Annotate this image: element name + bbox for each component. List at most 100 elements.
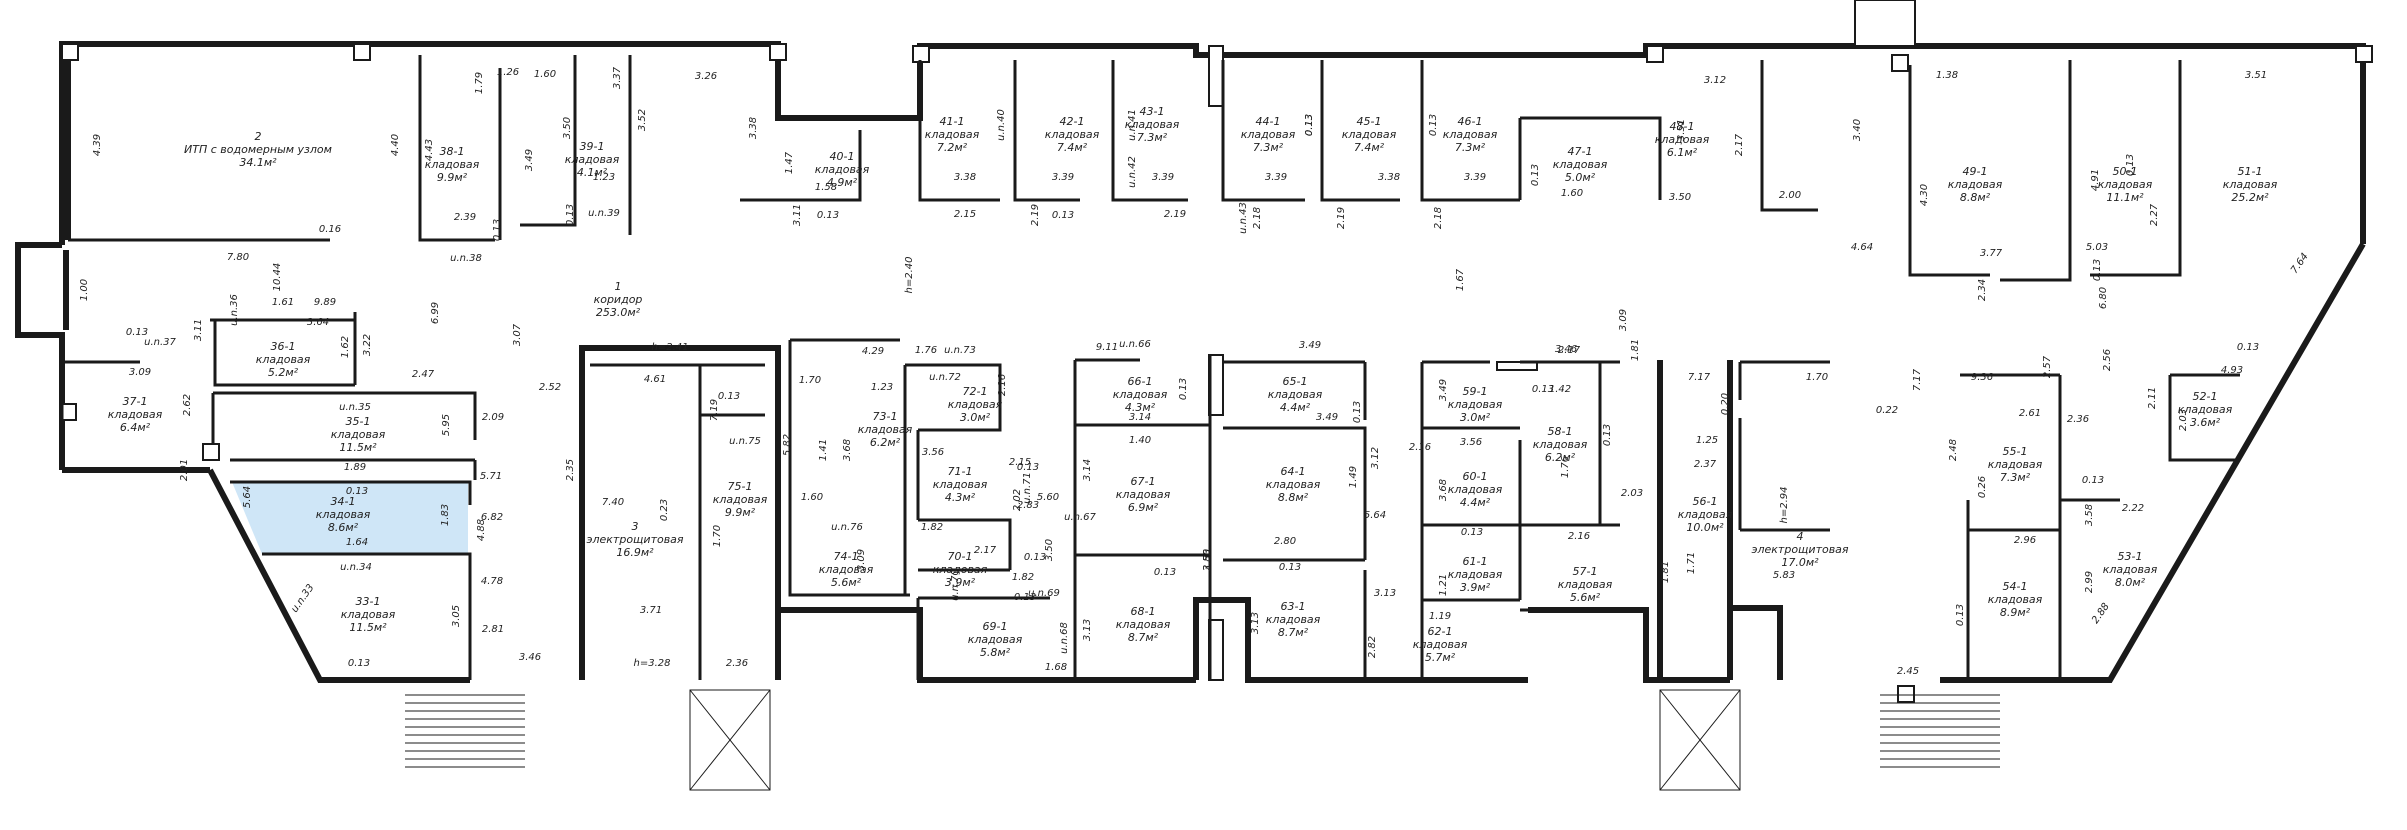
dimension-label: 2.52 bbox=[539, 382, 561, 393]
dimension-label: 2.37 bbox=[1694, 459, 1717, 470]
dimension-label: 2.16 bbox=[1409, 442, 1431, 453]
dimension-label: 1.76 bbox=[915, 345, 937, 356]
dimension-label: 3.39 bbox=[1464, 172, 1486, 183]
dimension-label: 3.11 bbox=[792, 204, 803, 226]
dimension-label: 5.82 bbox=[782, 434, 793, 456]
dimension-label: 0.13 bbox=[1461, 527, 1483, 538]
dimension-label: u.n.35 bbox=[339, 402, 371, 413]
dimension-label: 3.13 bbox=[1082, 619, 1093, 641]
dimension-label: 4.64 bbox=[1851, 242, 1873, 253]
dimension-label: 0.13 bbox=[1304, 114, 1315, 136]
dimension-label: 2.03 bbox=[2178, 409, 2189, 431]
dimension-label: u.n.38 bbox=[450, 253, 482, 264]
dimension-label: 0.13 bbox=[1530, 164, 1541, 186]
dimension-label: 1.70 bbox=[799, 375, 821, 386]
dimension-label: 4.93 bbox=[2221, 365, 2243, 376]
dimension-label: 0.13 bbox=[1304, 114, 1315, 136]
dimension-label: 1.62 bbox=[340, 336, 351, 358]
dimension-label: 0.13 bbox=[1052, 210, 1074, 221]
dimension-label: u.n.72 bbox=[929, 372, 961, 383]
dimension-label: 1.21 bbox=[1438, 574, 1449, 596]
dimension-label: u.n.34 bbox=[340, 562, 372, 573]
dimension-label: 2.19 bbox=[1336, 207, 1347, 229]
dimension-label: 5.95 bbox=[441, 414, 452, 436]
dimension-label: 2.99 bbox=[2084, 571, 2095, 593]
dimension-label: 1.26 bbox=[497, 67, 519, 78]
dimension-label: 2.16 bbox=[997, 374, 1008, 396]
dimension-label: u.n.40 bbox=[996, 109, 1007, 141]
dimension-label: 2.11 bbox=[2147, 387, 2158, 409]
dimension-label: 3.38 bbox=[1378, 172, 1400, 183]
dimension-label: 2.27 bbox=[2149, 203, 2160, 226]
dimension-label: 4.91 bbox=[2090, 169, 2101, 191]
dimension-label: 5.64 bbox=[1364, 510, 1386, 521]
dimension-label: 1.25 bbox=[1696, 435, 1718, 446]
dimension-label: 3.49 bbox=[1299, 340, 1321, 351]
dimension-label: u.n.69 bbox=[1028, 588, 1060, 599]
dimension-label: 0.13 bbox=[718, 391, 740, 402]
dimension-label: 3.49 bbox=[1438, 379, 1449, 401]
dimension-label: 2.17 bbox=[974, 545, 997, 556]
dimension-label: 2.35 bbox=[565, 459, 576, 481]
dimension-label: 2.83 bbox=[1202, 549, 1213, 571]
dimension-label: 3.50 bbox=[1044, 539, 1055, 561]
dimension-label: 2.17 bbox=[1558, 345, 1581, 356]
dimension-label: 3.68 bbox=[842, 439, 853, 461]
dimension-label: 2.03 bbox=[1621, 488, 1643, 499]
dimension-label: 1.60 bbox=[534, 69, 556, 80]
dimension-label: 0.13 bbox=[346, 486, 368, 497]
dimension-label: 3.13 bbox=[1374, 588, 1396, 599]
dimension-label: 5.64 bbox=[242, 486, 253, 508]
dimension-label: 3.12 bbox=[1370, 447, 1381, 469]
dimension-label: 1.70 bbox=[712, 525, 723, 547]
dimension-label: 2.57 bbox=[2042, 355, 2053, 378]
dimension-label: 1.60 bbox=[1561, 188, 1583, 199]
dimension-label: 7.17 bbox=[1912, 368, 1923, 391]
dimension-label: 2.15 bbox=[1009, 457, 1031, 468]
dimension-label: 1.79 bbox=[474, 72, 485, 94]
dimension-label: 3.46 bbox=[1555, 344, 1577, 355]
dimension-label: 10.44 bbox=[272, 263, 283, 292]
dimension-label: 1.41 bbox=[818, 439, 829, 461]
dimension-label: 1.82 bbox=[921, 522, 943, 533]
dimension-label: 1.81 bbox=[1630, 339, 1641, 361]
dimension-label: 2.39 bbox=[454, 212, 476, 223]
dimension-label: 0.22 bbox=[1876, 405, 1898, 416]
dimension-label: 3.50 bbox=[1669, 192, 1691, 203]
dimension-label: 0.13 bbox=[1955, 604, 1966, 626]
dimension-label: 2.80 bbox=[1274, 536, 1296, 547]
dimension-label: u.n.43 bbox=[1238, 202, 1249, 234]
dimension-label: 5.83 bbox=[1773, 570, 1795, 581]
dimension-label: 3.77 bbox=[1980, 248, 2003, 259]
dimension-label: 1.23 bbox=[593, 172, 615, 183]
dimension-label: 3.68 bbox=[1438, 479, 1449, 501]
dimension-label: 7.80 bbox=[227, 252, 249, 263]
dimension-label: h=2.41 bbox=[652, 342, 689, 353]
dimension-label: 0.13 bbox=[1178, 378, 1189, 400]
dimension-label: 3.26 bbox=[695, 71, 717, 82]
dimension-label: 2.96 bbox=[2014, 535, 2036, 546]
dimension-label: 1.82 bbox=[1012, 572, 1034, 583]
dimension-label: 3.52 bbox=[637, 109, 648, 131]
dimension-label: 0.13 bbox=[1352, 401, 1363, 423]
dimension-label: 6.80 bbox=[2098, 287, 2109, 309]
dimension-label: 0.13 bbox=[1017, 462, 1039, 473]
dimension-label: 6.99 bbox=[430, 302, 441, 324]
dimension-label: 3.14 bbox=[1129, 412, 1151, 423]
dimension-label: 3.39 bbox=[1265, 172, 1287, 183]
